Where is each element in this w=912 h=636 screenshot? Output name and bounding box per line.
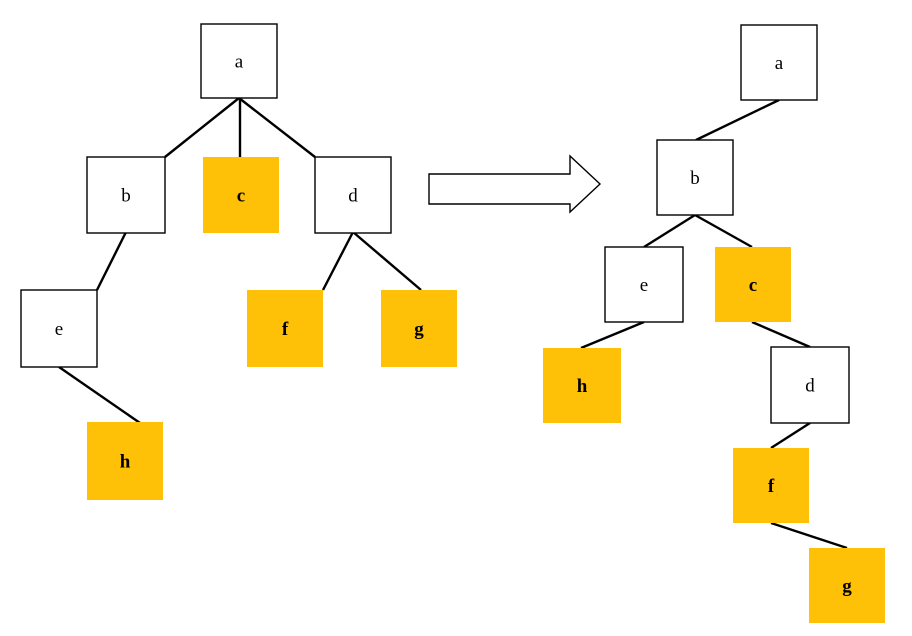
node-box [656, 139, 734, 216]
node-label: g [842, 576, 852, 597]
node-label: h [120, 452, 131, 473]
node-label: e [640, 275, 648, 296]
tree-node-b[interactable]: b [86, 156, 166, 234]
node-box [740, 24, 818, 101]
transformed-tree-edges [580, 98, 848, 550]
tree-node-d[interactable]: d [770, 346, 850, 424]
tree-edge [695, 98, 780, 142]
node-box [770, 346, 850, 424]
node-label: e [55, 319, 63, 340]
tree-node-c[interactable]: c [715, 247, 791, 322]
tree-edge [751, 320, 811, 349]
tree-edge [58, 366, 141, 424]
node-label: a [235, 52, 244, 73]
node-label: f [768, 476, 775, 497]
tree-edge [770, 421, 811, 450]
node-label: b [121, 186, 131, 207]
node-label: g [414, 319, 424, 340]
node-box [86, 156, 166, 234]
tree-node-h[interactable]: h [543, 348, 621, 423]
node-box [200, 23, 278, 99]
node-box [87, 422, 163, 500]
tree-edge [643, 213, 696, 249]
tree-edge [238, 97, 316, 158]
tree-edge [321, 231, 355, 291]
tree-node-f[interactable]: f [733, 448, 809, 523]
node-box [733, 448, 809, 523]
tree-node-a[interactable]: a [200, 23, 278, 99]
node-box [203, 157, 279, 233]
tree-node-e[interactable]: e [604, 246, 684, 323]
node-box [715, 247, 791, 322]
tree-edge [694, 213, 753, 249]
transform-arrow [428, 154, 602, 214]
tree-edge [164, 97, 240, 158]
tree-node-h[interactable]: h [87, 422, 163, 500]
tree-node-e[interactable]: e [20, 289, 98, 368]
tree-edge [770, 521, 848, 550]
tree-node-d[interactable]: d [314, 156, 392, 234]
tree-node-g[interactable]: g [809, 548, 885, 623]
node-label: h [577, 376, 588, 397]
node-box [543, 348, 621, 423]
node-label: b [690, 168, 700, 189]
tree-edge [95, 231, 128, 291]
node-label: a [775, 53, 784, 74]
tree-node-g[interactable]: g [381, 290, 457, 367]
node-label: f [282, 319, 289, 340]
node-label: c [237, 186, 245, 207]
node-box [809, 548, 885, 623]
original-tree-nodes: a b c d e f g h [20, 23, 457, 500]
node-label: c [749, 275, 757, 296]
node-box [247, 290, 323, 367]
tree-node-c[interactable]: c [203, 157, 279, 233]
node-box [381, 290, 457, 367]
node-box [314, 156, 392, 234]
node-box [604, 246, 684, 323]
tree-node-f[interactable]: f [247, 290, 323, 367]
tree-edge [580, 320, 645, 350]
transformed-tree-nodes: a b e c h d f g [543, 24, 885, 623]
tree-node-a[interactable]: a [740, 24, 818, 101]
original-tree-edges [58, 97, 422, 424]
node-label: d [348, 186, 358, 207]
tree-edge [352, 231, 422, 291]
tree-node-b[interactable]: b [656, 139, 734, 216]
transform-arrow-icon [428, 154, 602, 214]
node-label: d [805, 376, 815, 397]
node-box [20, 289, 98, 368]
